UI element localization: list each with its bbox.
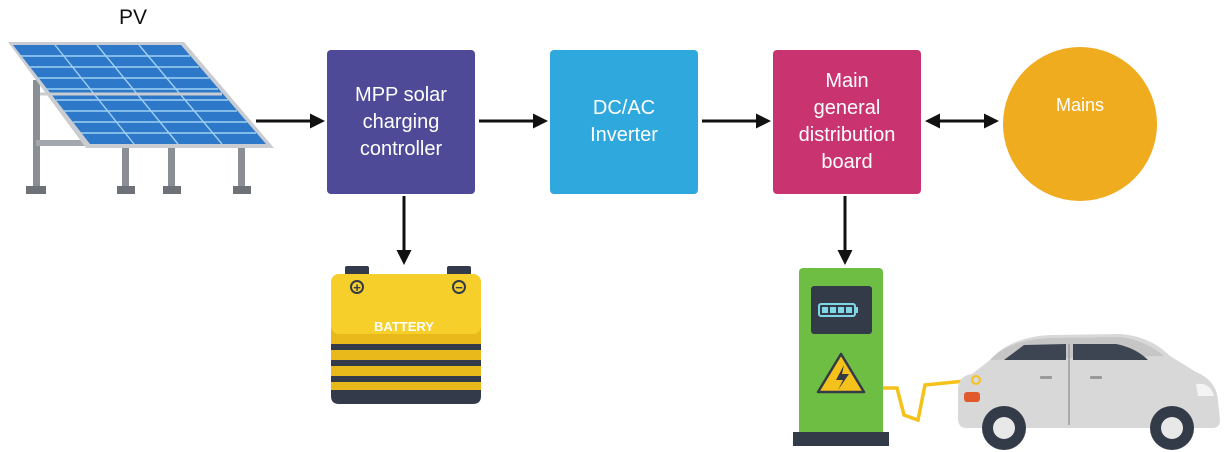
battery-label: BATTERY	[374, 319, 434, 334]
main-distribution-board-block: Main general distribution board	[773, 50, 921, 194]
battery-plus-symbol: +	[353, 280, 361, 295]
mpp-solar-charging-controller-block: MPP solar charging controller	[327, 50, 475, 194]
mpp-controller-label: MPP solar charging controller	[355, 83, 447, 160]
dc-ac-inverter-block: DC/AC Inverter	[550, 50, 698, 194]
pv-label: PV	[119, 6, 148, 29]
electric-car-icon	[958, 334, 1220, 450]
inverter-label: DC/AC Inverter	[590, 97, 658, 146]
charging-cable	[883, 378, 976, 423]
battery-minus-symbol: −	[455, 280, 463, 295]
distribution-board-label: Main general distribution board	[798, 70, 896, 173]
mains-label: Mains	[1055, 95, 1104, 115]
charging-station-icon	[793, 268, 889, 446]
solar-panel-icon	[8, 42, 274, 194]
arrows	[256, 113, 999, 265]
battery-icon: + − BATTERY	[331, 266, 481, 404]
mains-node: Mains	[1003, 47, 1157, 201]
